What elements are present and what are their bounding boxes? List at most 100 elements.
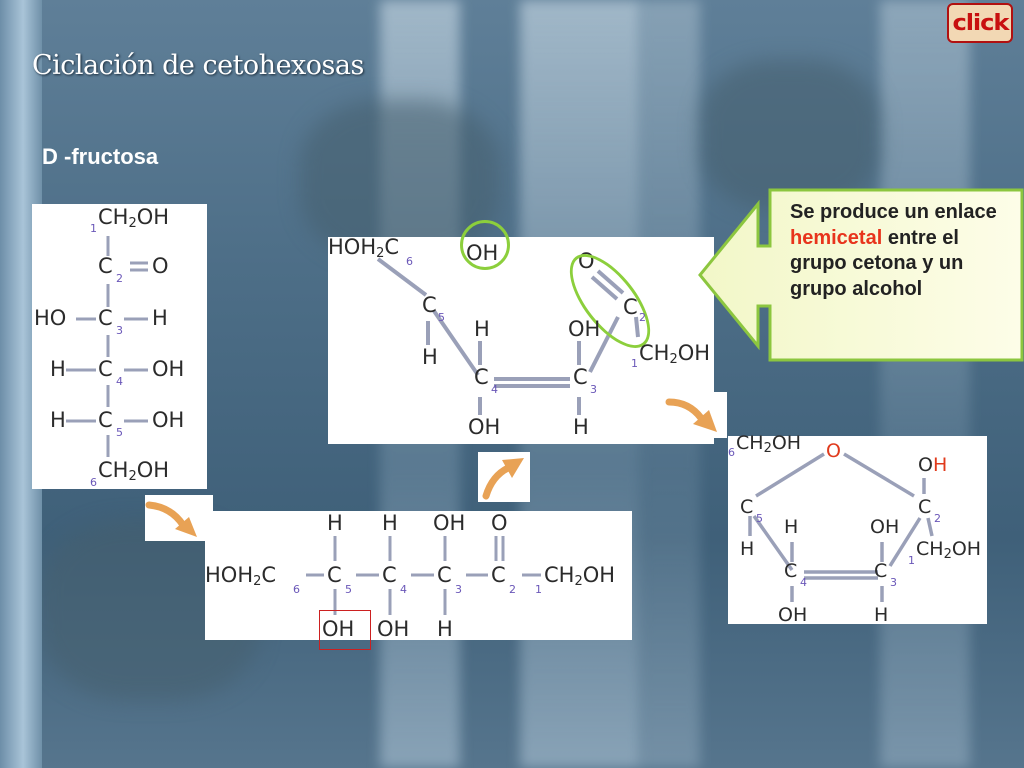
carbon-number: 2 — [509, 583, 516, 596]
ring-c3-h: H — [874, 604, 889, 626]
carbon-number: 2 — [116, 272, 123, 285]
carbon-number: 1 — [535, 583, 542, 596]
reaction-arrow-1 — [145, 495, 213, 541]
click-button[interactable]: click — [947, 3, 1013, 43]
click-button-label: click — [952, 10, 1009, 36]
fischer-c2: C — [98, 254, 113, 278]
reaction-arrow-3 — [665, 392, 727, 438]
linear-c2-top: O — [491, 511, 508, 535]
furanose-ring-structure: 6 CH2OH O OH C 5 C 2 H H OH 1 CH2OH C 4 … — [728, 432, 987, 626]
carbon-number: 2 — [934, 512, 941, 525]
ring-c1: CH2OH — [916, 538, 982, 562]
carbon-number: 2 — [639, 311, 646, 324]
carbon-number: 4 — [116, 375, 123, 388]
carbon-number: 1 — [90, 222, 97, 235]
ring-c2: C — [918, 496, 932, 518]
callout-arrow-shape — [698, 188, 1024, 362]
curved-arrow-icon — [665, 398, 717, 432]
linear-c3-top: OH — [433, 511, 466, 535]
bent-c2: C — [623, 295, 638, 319]
molecule-name: D -fructosa — [42, 144, 159, 169]
curved-arrow-icon — [145, 501, 197, 537]
fischer-c4-right: OH — [152, 357, 185, 381]
fischer-c3-left: HO — [34, 306, 67, 330]
carbon-number: 1 — [631, 357, 638, 370]
carbon-number: 4 — [491, 383, 498, 396]
page-title: Ciclación de cetohexosas — [32, 50, 364, 81]
carbon-number: 4 — [800, 576, 807, 589]
carbon-number: 4 — [400, 583, 407, 596]
callout-text-part1: Se produce un enlace — [790, 201, 997, 223]
linear-c5-top: H — [327, 511, 343, 535]
carbon-number: 5 — [438, 311, 445, 324]
linear-c5: C — [327, 563, 342, 587]
bent-c5-h: H — [422, 345, 438, 369]
curved-arrow-icon — [482, 458, 524, 500]
carbon-number: 3 — [890, 576, 897, 589]
linear-c3-bottom: H — [437, 617, 453, 641]
carbon-number: 5 — [345, 583, 352, 596]
fischer-c5-left: H — [50, 408, 66, 432]
fischer-c5: C — [98, 408, 113, 432]
carbon-number: 5 — [756, 512, 763, 525]
fischer-c5-right: OH — [152, 408, 185, 432]
bent-c3-h: H — [573, 415, 589, 439]
ring-c2-oh-h: H — [932, 454, 948, 476]
carbon-number: 6 — [406, 255, 413, 268]
linear-bonds — [306, 536, 541, 615]
ring-oxygen: O — [826, 440, 841, 462]
linear-c4-top: H — [382, 511, 398, 535]
fischer-c4-left: H — [50, 357, 66, 381]
ring-c6: CH2OH — [736, 432, 802, 456]
carbon-number: 3 — [116, 324, 123, 337]
bent-c1: CH2OH — [639, 341, 711, 367]
ring-c4-oh: OH — [778, 604, 808, 626]
fischer-c3-right: H — [152, 306, 168, 330]
ring-c3-oh: OH — [870, 516, 900, 538]
carbon-number: 3 — [455, 583, 462, 596]
ring-c5: C — [740, 496, 754, 518]
bent-chain-bonds — [376, 257, 640, 415]
carbon-number: 6 — [90, 476, 97, 489]
carbon-number: 1 — [908, 554, 915, 567]
bent-c3-oh: OH — [568, 317, 601, 341]
bent-c4: C — [474, 365, 489, 389]
ring-c2-oh: OH — [918, 456, 947, 475]
fischer-c2-oxygen: O — [152, 254, 169, 278]
oh-highlight-circle — [460, 220, 510, 270]
ring-c2-oh-o: O — [918, 454, 933, 476]
bent-c6: HOH2C — [328, 235, 400, 261]
ring-bonds — [748, 452, 934, 602]
carbon-number: 3 — [590, 383, 597, 396]
bent-c4-h: H — [474, 317, 490, 341]
linear-c3: C — [437, 563, 452, 587]
bent-c2-oxygen: O — [578, 249, 595, 273]
carbon-number: 6 — [293, 583, 300, 596]
linear-c2: C — [491, 563, 506, 587]
linear-c1: CH2OH — [544, 563, 616, 589]
ring-c4: C — [784, 560, 798, 582]
callout-text: Se produce un enlace hemicetal entre el … — [790, 200, 1020, 302]
carbon-number: 5 — [116, 426, 123, 439]
fischer-bonds — [66, 236, 148, 457]
fischer-c6: CH2OH — [98, 458, 170, 484]
callout-text-part2: entre el grupo cetona y un grupo alcohol — [790, 226, 964, 300]
fischer-c4: C — [98, 357, 113, 381]
linear-c4: C — [382, 563, 397, 587]
linear-structure: HOH2C 6 C 5 C 4 C 3 C 2 1 CH2OH H H OH O… — [205, 511, 632, 650]
fischer-c3: C — [98, 306, 113, 330]
bent-chain-structure: HOH2C 6 OH O C 2 C 5 H H OH 1 CH2OH C 4 … — [328, 220, 714, 444]
reaction-arrow-2 — [478, 452, 530, 502]
linear-c5-bottom: OH — [322, 617, 355, 641]
ring-c5-h: H — [740, 538, 755, 560]
fischer-c1: CH2OH — [98, 205, 170, 231]
bent-c3: C — [573, 365, 588, 389]
bent-c4-oh: OH — [468, 415, 501, 439]
bent-c5: C — [422, 293, 437, 317]
oh-highlight-box — [319, 610, 371, 650]
fischer-projection: 1 CH2OH C 2 O HO C 3 H H C 4 OH H C 5 OH… — [32, 204, 207, 489]
ring-c3: C — [874, 560, 888, 582]
carbon-number: 6 — [728, 446, 735, 459]
linear-c6: HOH2C — [205, 563, 277, 589]
ring-c4-h: H — [784, 516, 799, 538]
